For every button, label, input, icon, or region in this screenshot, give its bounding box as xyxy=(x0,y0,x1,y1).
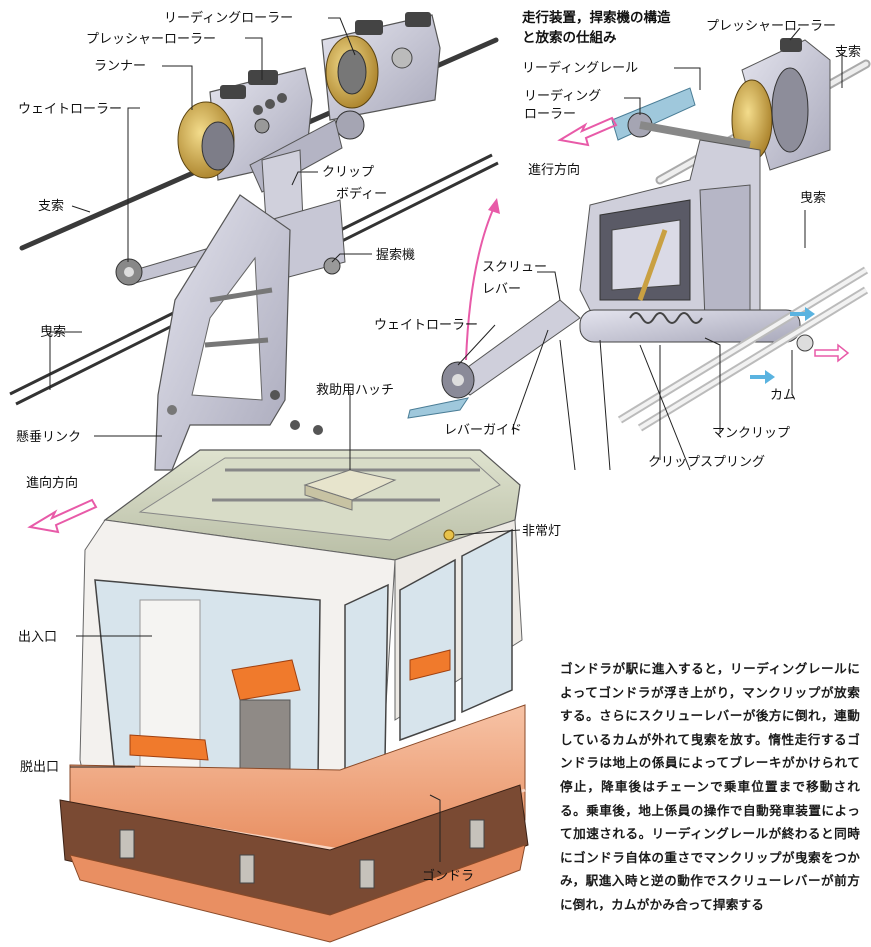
label-leading-rail: リーディングレール xyxy=(522,60,638,76)
label-clip-spring: クリップスプリング xyxy=(648,455,765,470)
label-haul-cable-left: 曳索 xyxy=(40,325,66,340)
cable-arrow-2 xyxy=(750,370,775,384)
label-escape-exit: 脱出口 xyxy=(20,760,59,775)
leader-lines xyxy=(49,17,843,862)
label-cam: カム xyxy=(770,388,796,403)
label-screw-lever-line2: レバー xyxy=(482,282,521,297)
gondola-body xyxy=(59,449,529,943)
inset-title-line2: と放索の仕組み xyxy=(522,29,617,46)
carriage-assembly xyxy=(115,12,441,471)
direction-arrow-left xyxy=(27,498,98,534)
label-pressure-roller-right: プレッシャーローラー xyxy=(706,19,836,34)
label-direction-left: 進向方向 xyxy=(26,475,78,491)
inset-title-line1: 走行装置，捍索機の構造 xyxy=(522,9,671,26)
swing-arrow xyxy=(465,204,496,361)
label-hanger-link: 懸垂リンク xyxy=(16,430,81,445)
label-haul-cable-right: 曳索 xyxy=(800,191,826,206)
label-track-cable-right: 支索 xyxy=(835,45,861,60)
label-leading-roller-top: リーディングローラー xyxy=(164,10,293,26)
label-leading-roller-right-line2: ローラー xyxy=(524,107,576,122)
description-text: ゴンドラが駅に進入すると，リーディングレールによってゴンドラが浮き上がり，マンク… xyxy=(560,661,860,912)
label-leading-roller-right-line1: リーディング xyxy=(524,88,601,104)
cam-release-arrow xyxy=(814,343,850,363)
swing-arrow-head xyxy=(488,198,500,214)
label-track-cable-left: 支索 xyxy=(38,199,64,214)
label-rescue-hatch: 救助用ハッチ xyxy=(316,382,394,398)
label-man-clip: マンクリップ xyxy=(712,426,790,441)
label-screw-lever-line1: スクリュー xyxy=(482,260,547,275)
label-clip-body-line1: クリップ xyxy=(322,165,374,180)
label-grip: 握索機 xyxy=(376,248,415,263)
label-emergency-light: 非常灯 xyxy=(522,524,561,539)
label-gondola: ゴンドラ xyxy=(422,868,474,884)
label-runner: ランナー xyxy=(94,59,146,74)
cable-arrow-1 xyxy=(790,307,815,321)
label-weight-roller-right: ウェイトローラー xyxy=(374,318,478,333)
grip-mechanism-inset xyxy=(407,38,871,471)
label-lever-guide: レバーガイド xyxy=(444,423,522,438)
label-pressure-roller-left: プレッシャーローラー xyxy=(86,32,216,47)
label-clip-body-line2: ボディー xyxy=(336,186,387,202)
direction-arrow-right xyxy=(557,116,618,147)
label-entrance: 出入口 xyxy=(18,630,57,645)
label-weight-roller-left: ウェイトローラー xyxy=(18,102,122,117)
label-direction-right: 進行方向 xyxy=(528,162,580,178)
